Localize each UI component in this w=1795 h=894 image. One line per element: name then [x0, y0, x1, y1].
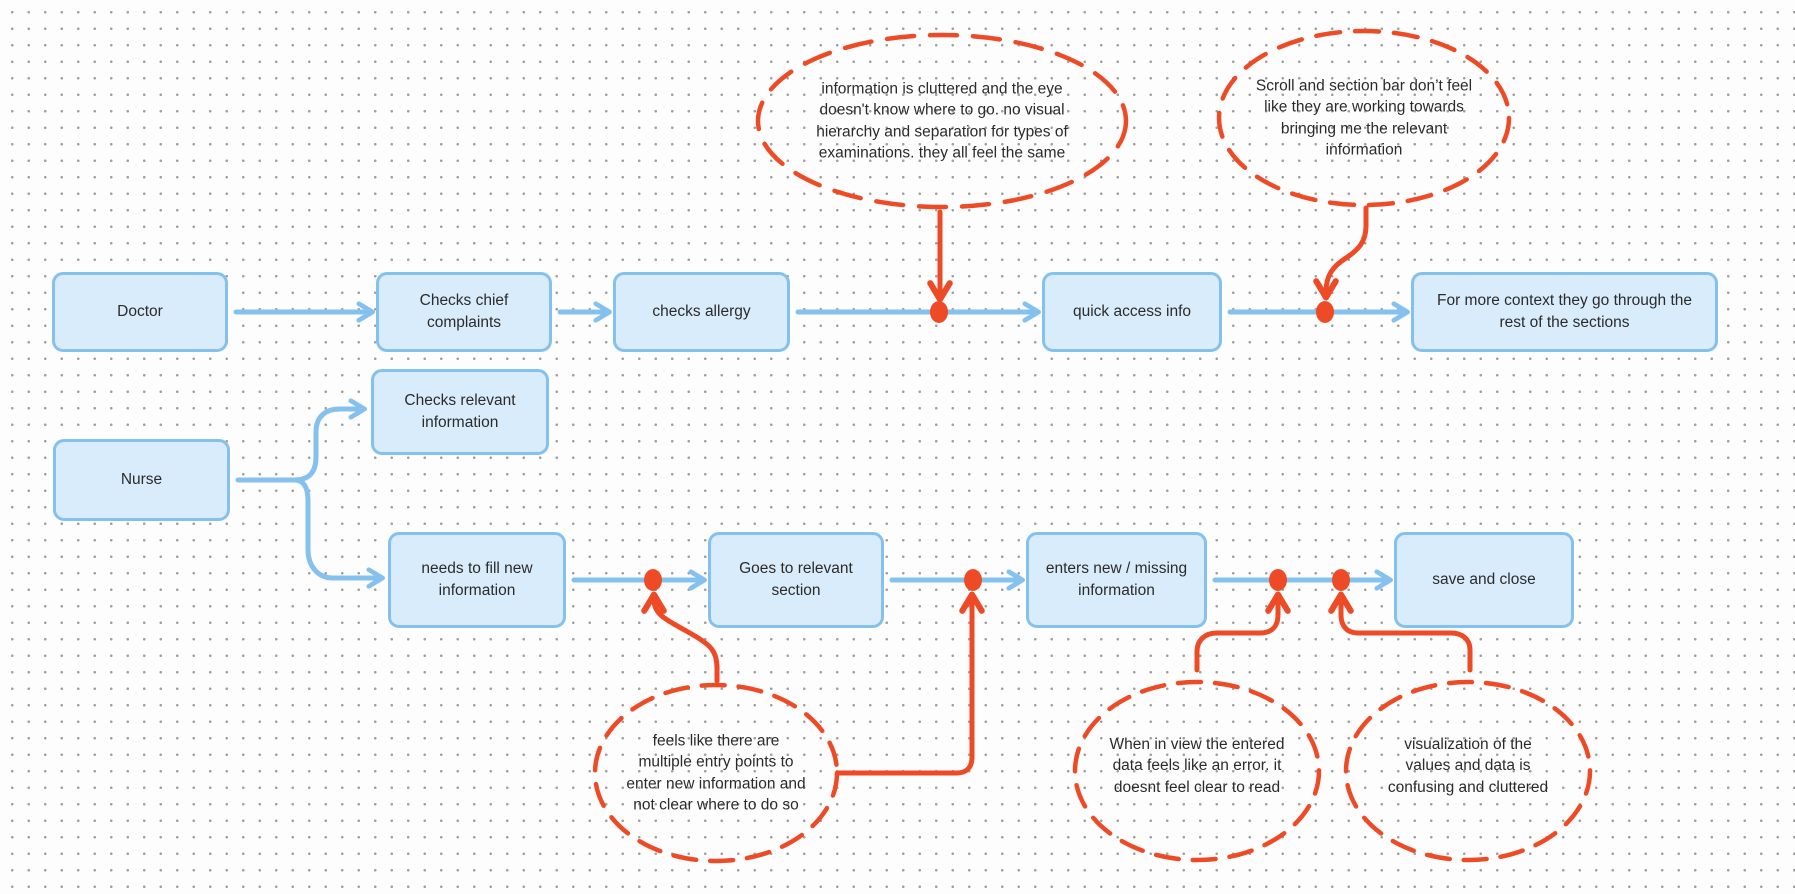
connector-nurse-to-relevant[interactable] — [291, 398, 367, 483]
feedback-dot[interactable] — [644, 569, 662, 591]
node-label: Checks chief complaints — [419, 292, 509, 331]
feedback-dot[interactable] — [1316, 301, 1334, 323]
node-label: Doctor — [117, 303, 163, 321]
feedback-dot[interactable] — [964, 569, 982, 591]
node-label: Checks relevant information — [404, 392, 516, 431]
pointer-visualization-confusing[interactable] — [1328, 591, 1473, 673]
annotation-ellipse-scroll-section-bar[interactable] — [1216, 28, 1512, 208]
node-save-and-close[interactable]: save and close — [1394, 532, 1574, 628]
annotation-text-cluttered-info: information is cluttered and the eye doe… — [816, 80, 1068, 162]
pointer-multiple-entry-points-a[interactable] — [641, 591, 720, 684]
node-doctor[interactable]: Doctor — [52, 272, 228, 352]
node-label: Nurse — [120, 471, 163, 489]
node-label: quick access info — [1072, 303, 1192, 321]
node-goes-to-relevant-section[interactable]: Goes to relevant section — [708, 532, 884, 628]
pointer-entered-data-error[interactable] — [1194, 591, 1291, 673]
annotation-text-entered-data-error: When in view the entered data feels like… — [1109, 735, 1285, 796]
node-nurse[interactable]: Nurse — [53, 439, 230, 521]
node-label: save and close — [1432, 571, 1536, 589]
node-checks-relevant-information[interactable]: Checks relevant information — [371, 369, 549, 455]
node-more-context[interactable]: For more context they go through the res… — [1411, 272, 1718, 352]
annotation-ellipse-multiple-entry-points[interactable] — [592, 682, 840, 864]
connector-nurse-to-fill[interactable] — [291, 477, 385, 589]
node-label: checks allergy — [652, 303, 751, 321]
node-label: For more context they go through the res… — [1436, 292, 1693, 331]
annotation-ellipse-cluttered-info[interactable] — [755, 32, 1129, 210]
pointer-multiple-entry-points-b[interactable] — [836, 591, 985, 776]
annotation-text-multiple-entry-points: feels like there are multiple entry poin… — [626, 732, 806, 814]
annotation-text-visualization-confusing: visualization of the values and data is … — [1387, 735, 1549, 796]
feedback-dot[interactable] — [930, 301, 948, 323]
node-label: enters new / missing information — [1045, 560, 1188, 599]
feedback-dot[interactable] — [1269, 569, 1287, 591]
node-quick-access-info[interactable]: quick access info — [1042, 272, 1222, 352]
annotation-ellipse-visualization-confusing[interactable] — [1343, 679, 1593, 863]
feedback-dot[interactable] — [1332, 569, 1350, 591]
node-label: Goes to relevant section — [739, 560, 853, 599]
node-checks-chief-complaints[interactable]: Checks chief complaints — [376, 272, 552, 352]
annotation-ellipse-entered-data-error[interactable] — [1072, 679, 1322, 863]
node-enters-new-missing-information[interactable]: enters new / missing information — [1026, 532, 1207, 628]
node-needs-to-fill-new-information[interactable]: needs to fill new information — [388, 532, 566, 628]
node-label: needs to fill new information — [421, 560, 533, 599]
node-checks-allergy[interactable]: checks allergy — [613, 272, 790, 352]
pointer-scroll-section-bar[interactable] — [1313, 205, 1369, 301]
annotation-text-scroll-section-bar: Scroll and section bar don’t feel like t… — [1255, 77, 1473, 159]
